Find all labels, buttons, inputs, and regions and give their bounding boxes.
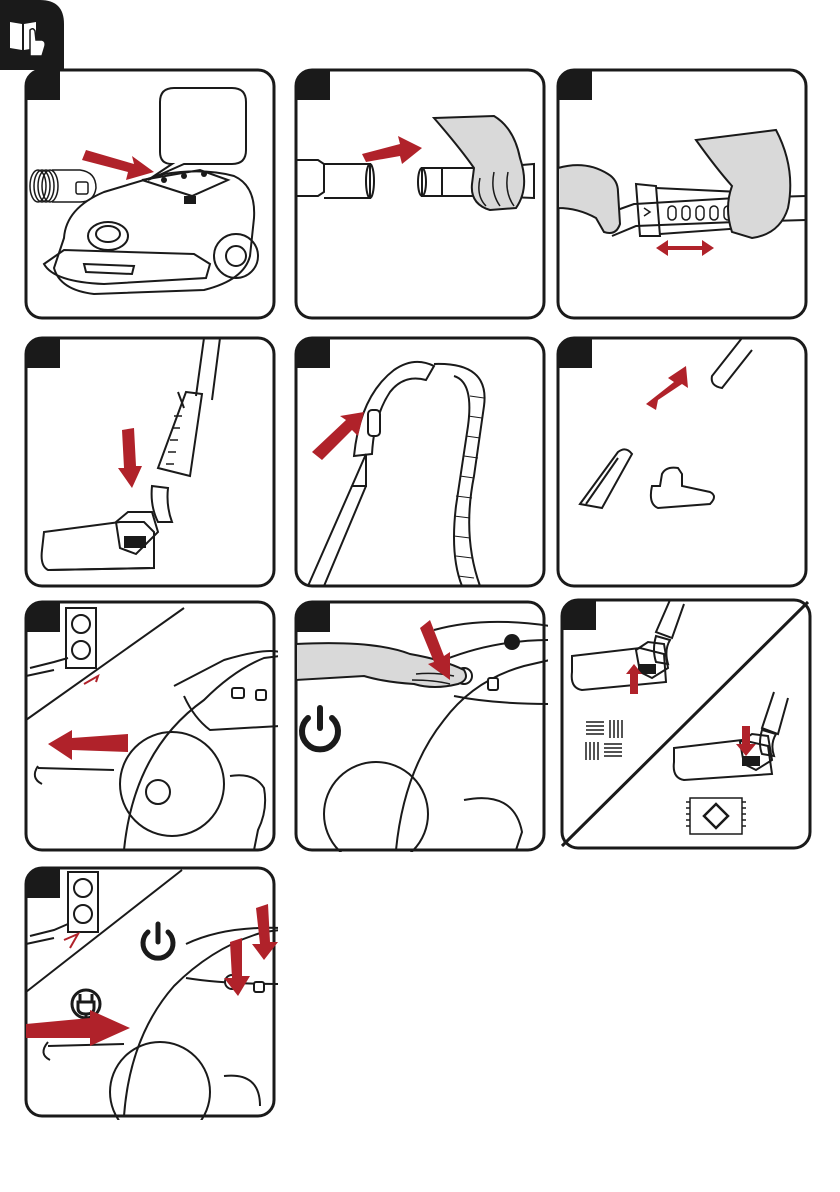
step-panel-8 [294, 600, 548, 852]
step-number [24, 600, 64, 634]
step-number [294, 600, 334, 634]
read-manual-hand-icon [0, 0, 64, 70]
step-panel-5 [294, 336, 546, 588]
step-panel-3 [556, 68, 808, 320]
step-number [556, 68, 596, 102]
step-panel-1 [24, 68, 276, 320]
step-panel-4 [24, 336, 276, 588]
step-number [294, 336, 334, 370]
step-number [24, 866, 64, 900]
step-panel-10 [24, 866, 278, 1120]
step-number [560, 598, 600, 632]
step-panel-7 [24, 600, 278, 852]
step-number [556, 336, 596, 370]
step-number [24, 68, 64, 102]
step-panel-2 [294, 68, 546, 320]
step-panel-9 [560, 598, 812, 850]
step-panel-6 [556, 336, 808, 588]
step-number [24, 336, 64, 370]
step-number [294, 68, 334, 102]
